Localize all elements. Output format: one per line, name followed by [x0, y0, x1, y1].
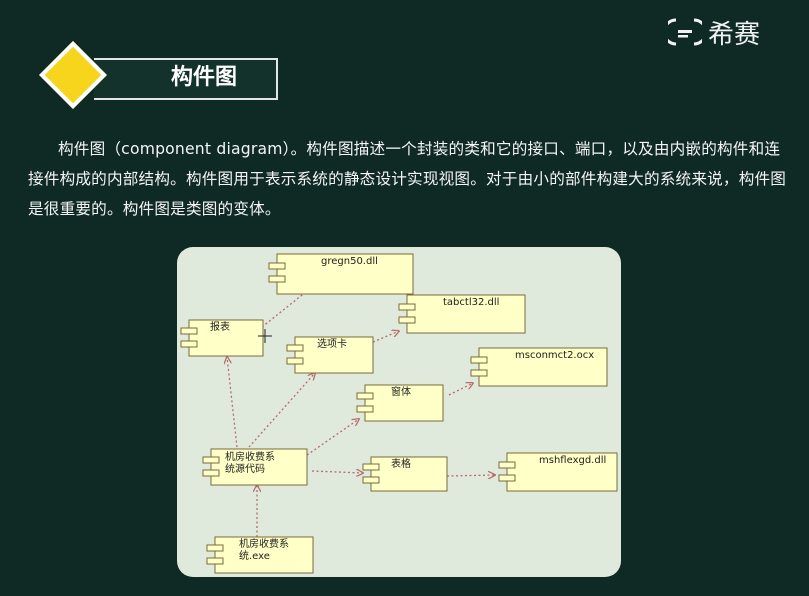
slide-paragraph: 构件图（component diagram）。构件图描述一个封装的类和它的接口、… [28, 140, 787, 218]
component-gregn50 [268, 253, 414, 295]
component-diagram: gregn50.dll 报表 tabctl32.dll 选项卡 msconmct… [177, 247, 621, 577]
label-tabcard: 选项卡 [317, 339, 347, 350]
component-report [180, 319, 264, 357]
component-mshflexgd [498, 452, 618, 492]
xisai-logo-icon [668, 17, 702, 47]
brand-logo: 希赛 [668, 12, 798, 52]
label-tabctl32: tabctl32.dll [443, 297, 500, 308]
component-msconmct2 [470, 347, 608, 387]
dep-tabcard-tabctl32 [372, 331, 399, 343]
dep-source-tabcard [248, 373, 315, 448]
dep-source-form [306, 419, 359, 456]
dep-report-gregn50 [261, 287, 312, 328]
component-form [356, 384, 444, 422]
crosshair-cursor-icon [258, 329, 272, 343]
title-bar [94, 58, 278, 100]
label-report: 报表 [210, 322, 230, 333]
slide-title: 构件图 [171, 65, 238, 90]
dep-form-msconmct2 [448, 383, 473, 396]
label-form: 窗体 [391, 387, 411, 398]
component-exe [206, 536, 314, 574]
component-tabcard [286, 336, 374, 374]
logo-text: 希赛 [708, 19, 761, 50]
label-mshflexgd: mshflexgd.dll [539, 455, 607, 466]
dep-source-grid [311, 471, 363, 473]
label-msconmct2: msconmct2.ocx [515, 350, 595, 361]
component-grid [362, 456, 448, 492]
component-tabctl32 [398, 294, 526, 334]
label-gregn50: gregn50.dll [321, 256, 378, 267]
dep-grid-mshflexgd [446, 475, 495, 476]
component-source [202, 448, 308, 486]
label-grid: 表格 [391, 459, 411, 470]
diagram-canvas [180, 253, 618, 574]
label-source: 机房收费系 统源代码 [225, 452, 275, 475]
label-exe: 机房收费系 统.exe [239, 539, 289, 562]
dep-source-report [227, 357, 238, 448]
